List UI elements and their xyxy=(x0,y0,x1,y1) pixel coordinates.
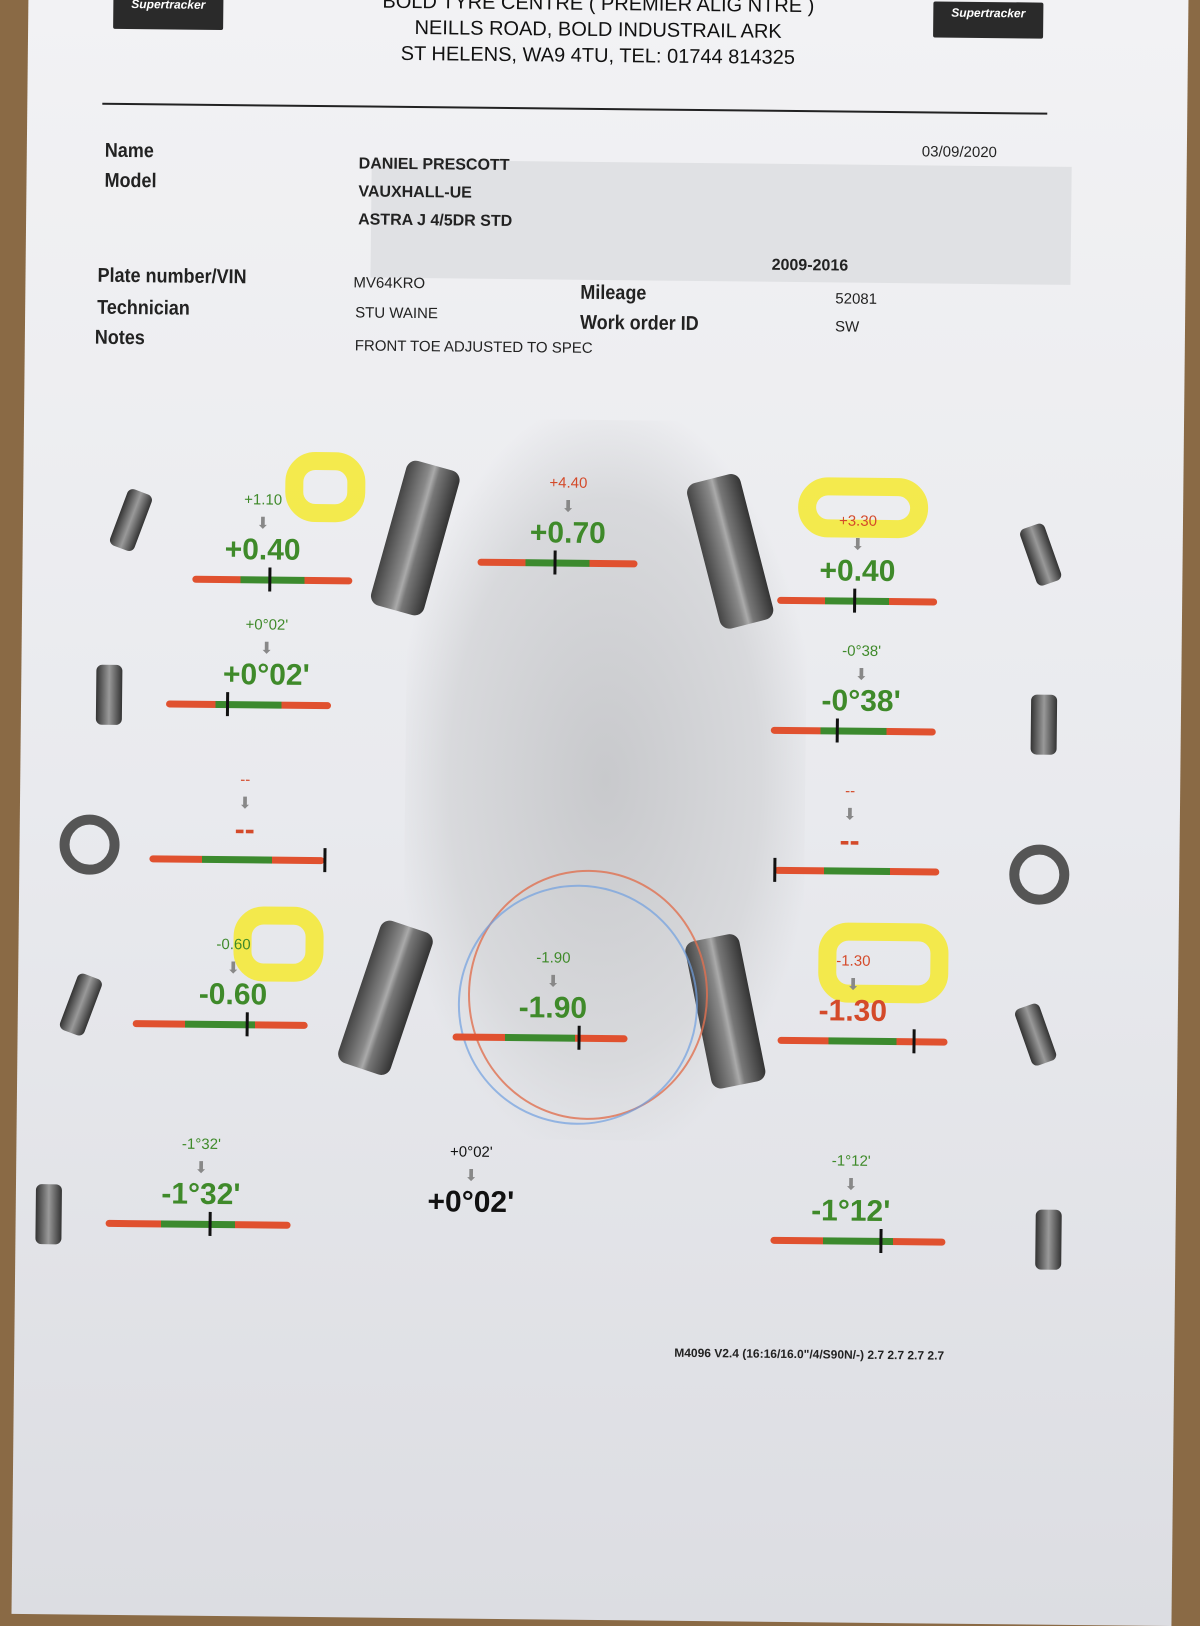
arrow-down-icon: ⬇ xyxy=(561,498,575,516)
front-right-camber-indicator xyxy=(835,718,839,743)
rear-left-camber-range-bar xyxy=(105,1211,291,1236)
arrow-down-icon: ⬇ xyxy=(850,536,865,554)
front-left-camber-indicator xyxy=(225,692,230,717)
front-left-toe-before: +1.10 xyxy=(244,491,283,509)
footer-version: M4096 V2.4 (16:16/16.0"/4/S90N/-) 2.7 2.… xyxy=(674,1345,945,1363)
front-right-toe-before: +3.30 xyxy=(838,512,878,530)
technician-label: Technician xyxy=(97,296,190,320)
front-right-camber-after: -0°38' xyxy=(821,684,901,719)
front-total-toe-before: +4.40 xyxy=(549,474,588,492)
front-right-caster-before: -- xyxy=(845,782,856,800)
arrow-down-icon: ⬇ xyxy=(844,1176,858,1194)
toe-wheel-icon xyxy=(58,971,104,1038)
rear-right-camber-before: -1°12' xyxy=(831,1152,871,1170)
arrow-down-icon: ⬇ xyxy=(846,976,860,994)
rear-left-toe-indicator xyxy=(245,1012,249,1037)
rear-right-toe-before: -1.30 xyxy=(836,952,871,970)
rear-thrust-angle-before: +0°02' xyxy=(449,1143,493,1161)
arrow-down-icon: ⬇ xyxy=(843,806,857,824)
arrow-down-icon: ⬇ xyxy=(546,973,560,991)
toe-wheel-icon xyxy=(1013,1001,1058,1068)
notes: FRONT TOE ADJUSTED TO SPEC xyxy=(354,337,593,357)
front-left-caster-after: -- xyxy=(234,813,255,847)
camber-wheel-icon xyxy=(1035,1209,1062,1270)
front-left-toe-range-bar xyxy=(192,567,353,592)
front-left-camber-range-bar xyxy=(165,692,332,717)
front-total-toe-indicator xyxy=(553,550,557,575)
camber-wheel-icon xyxy=(95,664,123,725)
rear-right-camber-indicator xyxy=(879,1228,883,1253)
arrow-down-icon: ⬇ xyxy=(259,640,274,658)
front-right-toe-after: +0.40 xyxy=(819,554,896,589)
arrow-down-icon: ⬇ xyxy=(854,666,869,684)
plate-label: Plate number/VIN xyxy=(97,264,247,289)
rear-left-camber-before: -1°32' xyxy=(181,1135,221,1154)
rear-right-camber-after: -1°12' xyxy=(810,1194,891,1229)
front-left-caster-indicator xyxy=(323,848,327,873)
mileage: 52081 xyxy=(835,290,878,308)
rear-left-camber-after: -1°32' xyxy=(161,1177,241,1212)
rear-right-toe-range-bar xyxy=(777,1029,948,1054)
date: 03/09/2020 xyxy=(921,143,998,162)
highlighter-mark xyxy=(284,451,366,523)
rear-thrust-angle-after: +0°02' xyxy=(427,1185,515,1220)
rear-left-toe-after: -0.60 xyxy=(198,977,268,1012)
arrow-down-icon: ⬇ xyxy=(464,1167,478,1185)
rear-left-toe-before: -0.60 xyxy=(216,935,251,954)
header-line3: ST HELENS, WA9 4TU, TEL: 01744 814325 xyxy=(400,42,796,70)
front-right-camber-before: -0°38' xyxy=(842,642,882,660)
model-label: Model xyxy=(104,169,157,193)
vehicle-make: VAUXHALL-UE xyxy=(358,183,472,202)
rear-right-camber-range-bar xyxy=(770,1228,946,1253)
caster-wheel-icon xyxy=(59,814,120,875)
alignment-report: Supertracker Supertracker BOLD TYRE CENT… xyxy=(11,0,1189,1626)
rear-left-camber-indicator xyxy=(208,1211,212,1236)
work-order-label: Work order ID xyxy=(579,311,699,336)
logo-left: Supertracker xyxy=(113,0,224,31)
front-left-camber-after: +0°02' xyxy=(222,658,310,692)
header-line2: NEILLS ROAD, BOLD INDUSTRAIL ARK xyxy=(414,17,782,43)
customer-name: DANIEL PRESCOTT xyxy=(358,155,510,175)
notes-label: Notes xyxy=(94,326,145,350)
rear-total-toe-before: -1.90 xyxy=(536,949,571,967)
front-left-toe-indicator xyxy=(268,567,272,592)
front-left-caster-before: -- xyxy=(240,771,251,789)
vehicle-model: ASTRA J 4/5DR STD xyxy=(358,211,513,231)
technician: STU WAINE xyxy=(355,304,439,323)
vehicle-years: 2009-2016 xyxy=(771,256,849,275)
front-total-toe-after: +0.70 xyxy=(529,516,606,551)
camber-wheel-icon xyxy=(1030,694,1058,755)
rear-total-toe-after: -1.90 xyxy=(518,991,588,1025)
arrow-down-icon: ⬇ xyxy=(194,1159,208,1177)
toe-wheel-icon xyxy=(1018,521,1063,588)
mileage-label: Mileage xyxy=(580,281,647,305)
plate: MV64KRO xyxy=(353,274,426,293)
logo-right: Supertracker xyxy=(933,1,1044,39)
front-right-caster-after: -- xyxy=(839,824,860,858)
arrow-down-icon: ⬇ xyxy=(238,795,252,813)
rear-right-toe-after: -1.30 xyxy=(818,994,888,1029)
front-left-toe-after: +0.40 xyxy=(224,533,301,567)
arrow-down-icon: ⬇ xyxy=(256,515,270,533)
toe-wheel-icon xyxy=(108,487,154,553)
rear-left-toe-range-bar xyxy=(132,1012,308,1037)
arrow-down-icon: ⬇ xyxy=(226,960,241,978)
front-right-caster-indicator xyxy=(773,857,777,882)
front-left-caster-range-bar xyxy=(149,848,327,873)
rear-right-toe-indicator xyxy=(912,1029,916,1054)
rear-total-toe-indicator xyxy=(577,1025,581,1050)
name-label: Name xyxy=(104,139,154,163)
work-order: SW xyxy=(834,318,860,336)
divider xyxy=(102,102,1048,115)
camber-wheel-icon xyxy=(35,1184,62,1245)
front-right-toe-indicator xyxy=(852,588,857,613)
front-left-camber-before: +0°02' xyxy=(245,616,289,634)
caster-wheel-icon xyxy=(1008,844,1070,905)
